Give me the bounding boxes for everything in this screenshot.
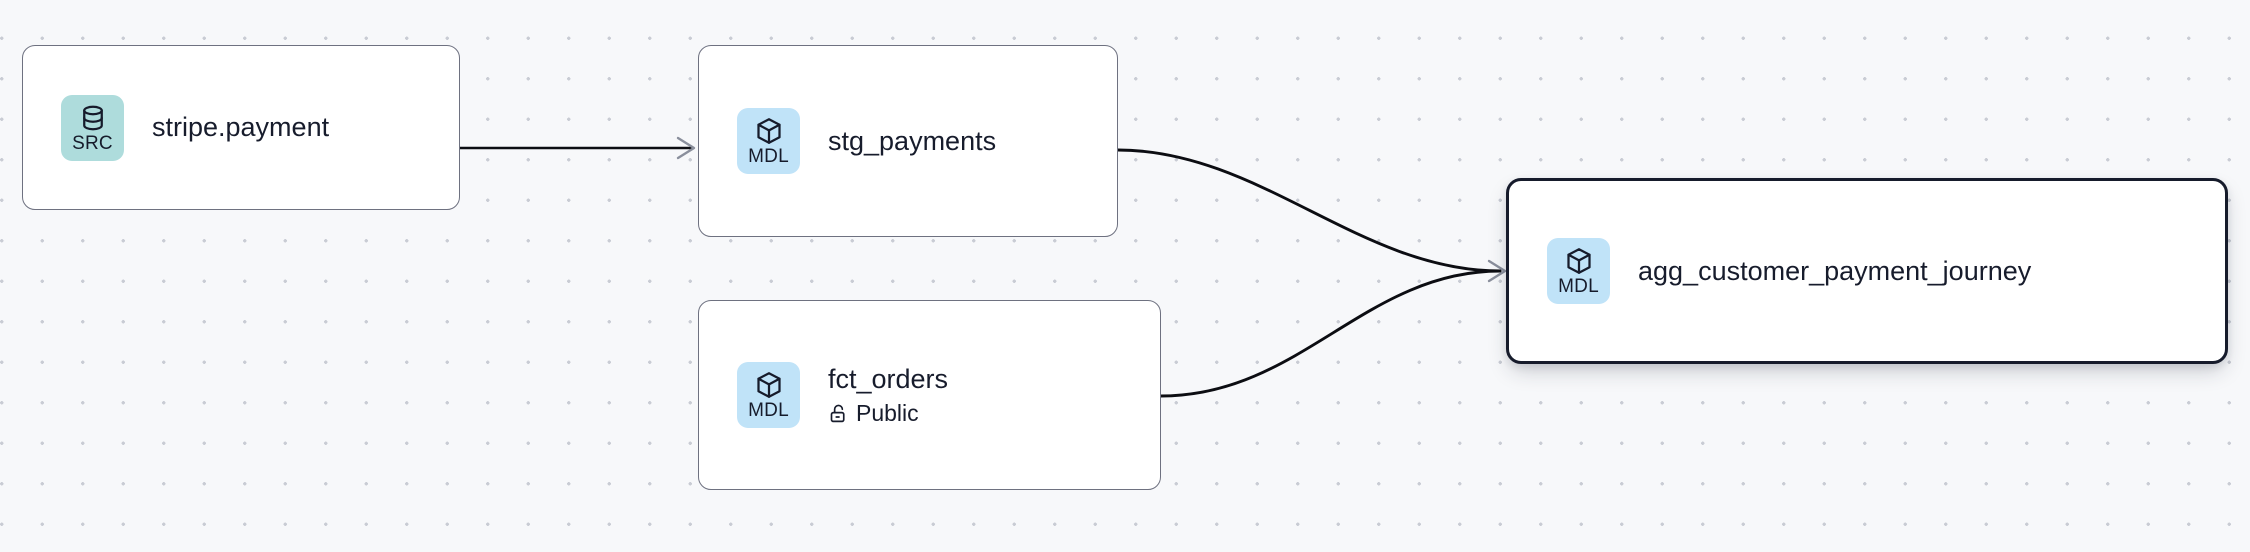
edge-fct-to-agg [1159, 269, 1502, 398]
node-type-badge-mdl: MDL [1547, 238, 1610, 304]
node-title: fct_orders [828, 364, 949, 394]
arrowhead-into-agg [1487, 259, 1507, 283]
node-type-badge-mdl: MDL [737, 108, 800, 174]
node-type-badge-label: SRC [72, 132, 113, 154]
node-type-badge-src: SRC [61, 94, 124, 161]
node-type-badge-label: MDL [748, 146, 789, 167]
lineage-node-stg-payments[interactable]: MDL stg_payments [698, 45, 1118, 237]
node-title: stg_payments [828, 125, 997, 156]
edge-stg-to-agg [1116, 148, 1502, 273]
lineage-node-stripe-payment[interactable]: SRC stripe.payment [22, 45, 460, 210]
edge-stripe-to-stg [460, 136, 696, 160]
node-text-block: stripe.payment [152, 111, 329, 144]
node-title: agg_customer_payment_journey [1638, 255, 2032, 286]
node-text-block: fct_orders Public [828, 363, 948, 427]
node-title: stripe.payment [152, 112, 330, 142]
node-text-block: stg_payments [828, 125, 996, 158]
node-text-block: agg_customer_payment_journey [1638, 255, 2031, 288]
node-visibility-label: Public [856, 400, 919, 426]
node-type-badge-label: MDL [748, 400, 789, 421]
cube-icon [754, 116, 784, 146]
node-type-badge-mdl: MDL [737, 362, 800, 428]
node-visibility: Public [828, 399, 948, 427]
node-type-badge-label: MDL [1558, 276, 1599, 297]
lineage-node-fct-orders[interactable]: MDL fct_orders Public [698, 300, 1161, 490]
cube-icon [1564, 246, 1594, 276]
lineage-node-agg-customer-payment-journey[interactable]: MDL agg_customer_payment_journey [1506, 178, 2228, 364]
database-icon [78, 103, 108, 133]
cube-icon [754, 370, 784, 400]
unlock-icon [828, 403, 849, 424]
